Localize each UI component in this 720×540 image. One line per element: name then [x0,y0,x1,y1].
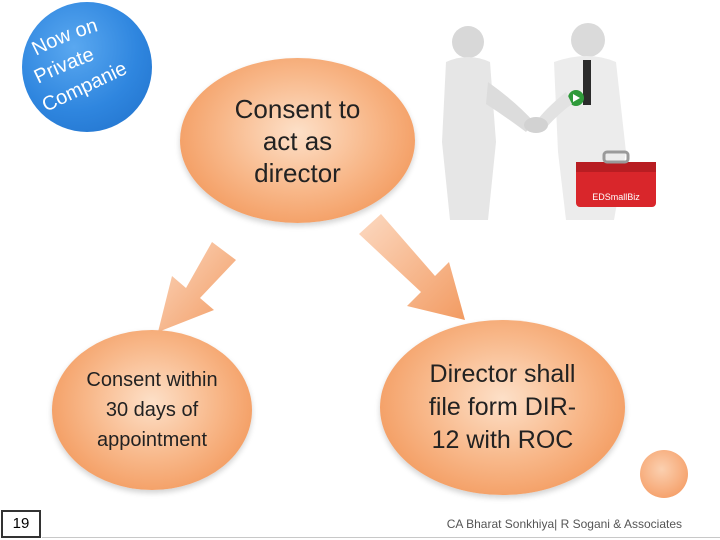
slide-number: 19 [1,510,41,538]
badge-circle [22,2,152,132]
oval-file-form-dir12: Director shall file form DIR- 12 with RO… [380,320,625,495]
arrow-down-right [359,214,465,320]
decorative-circle [640,450,688,498]
oval-top-label: Consent to act as director [234,93,361,188]
oval-consent-to-act: Consent to act as director [180,58,415,223]
handshake-with-toolbox-icon: EDSmallBiz [426,22,656,220]
oval-right-label: Director shall file form DIR- 12 with RO… [428,360,577,454]
svg-text:EDSmallBiz: EDSmallBiz [592,192,640,202]
footer-divider [42,537,720,538]
oval-consent-within-30-days: Consent within 30 days of appointment [52,330,252,490]
badge-arc-text: Now on Private Companies [18,6,130,117]
footer-text: CA Bharat Sonkhiya| R Sogani & Associate… [446,517,682,531]
arrow-down-left [158,242,236,332]
oval-left-label: Consent within 30 days of appointment [86,369,218,451]
